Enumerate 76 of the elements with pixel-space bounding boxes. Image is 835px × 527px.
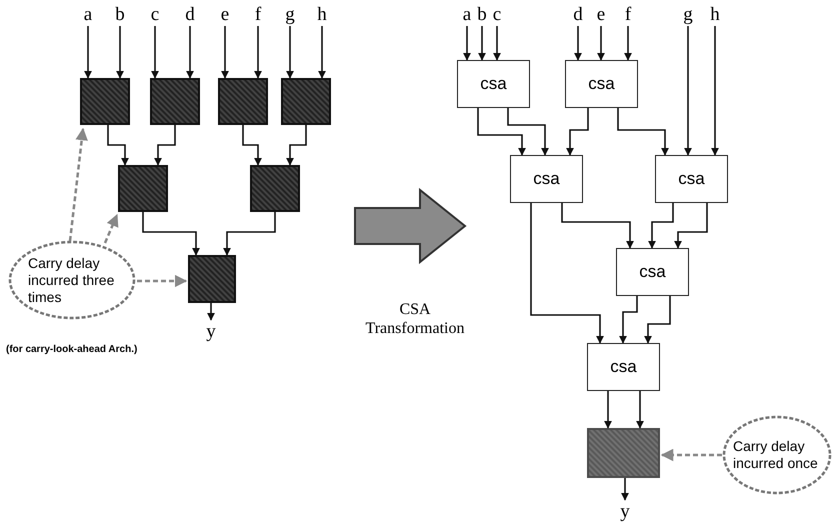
csa-block: csa [616,248,689,296]
signal-arrow [493,26,501,61]
signal-arrow [574,26,582,61]
csa-block: csa [655,155,728,203]
signal-arrow [286,125,307,166]
input-label: h [707,2,723,26]
csa-block: csa [457,60,530,108]
signal-arrow [221,26,229,79]
signal-arrow [566,108,589,156]
signal-arrow [644,296,671,344]
adder-block [250,165,300,212]
signal-arrow [186,26,194,79]
signal-arrow [242,125,262,166]
signal-arrow [674,203,708,249]
signal-arrow [624,26,632,61]
signal-arrow [286,26,294,79]
csa-block: csa [565,60,638,108]
input-label: a [459,2,475,26]
callout-text: Carry delay incurred once [733,438,819,472]
adder-block [150,78,200,125]
input-label: b [474,2,490,26]
adder-block [118,165,168,212]
adder-block [587,428,660,478]
input-label: h [314,2,330,26]
output-label: y [203,320,219,342]
input-label: c [147,2,163,26]
signal-arrow [507,108,549,156]
signal-arrow [604,391,612,429]
leader-arrow [68,128,88,242]
signal-arrow [597,26,605,61]
input-label: g [680,2,696,26]
signal-arrow [636,391,644,429]
signal-arrow [530,203,604,344]
signal-arrow [478,26,486,61]
signal-arrow [648,203,674,249]
signal-arrow [617,108,669,156]
input-label: b [112,2,128,26]
output-label: y [617,500,633,522]
input-label: a [80,2,96,26]
signal-arrow [318,26,326,79]
input-label: e [217,2,233,26]
signal-arrow [207,303,215,321]
signal-arrow [142,212,200,256]
input-label: g [282,2,298,26]
leader-arrow [137,274,188,288]
input-label: f [250,2,266,26]
signal-arrow [84,26,92,79]
input-label: f [620,2,636,26]
signal-arrow [477,108,526,156]
signal-arrow [151,26,159,79]
signal-arrow [154,125,176,166]
input-label: e [593,2,609,26]
signal-arrow [107,125,129,166]
signal-arrow [223,212,276,256]
input-label: d [182,2,198,26]
note-text: (for carry-look-ahead Arch.) [6,343,138,357]
callout-text: Carry delay incurred three times [28,254,116,306]
signal-arrow [619,296,638,344]
signal-arrow [711,26,719,156]
input-label: c [489,2,505,26]
leader-arrow [104,214,118,244]
signal-arrow [116,26,124,79]
adder-block [281,78,331,125]
signal-arrow [561,203,634,249]
csa-block: csa [510,155,583,203]
transformation-label: CSA Transformation [365,300,465,338]
leader-arrow [660,448,722,462]
adder-block [218,78,268,125]
adder-block [188,255,236,303]
signal-arrow [254,26,262,79]
adder-block [80,78,130,125]
signal-arrow [621,478,629,501]
csa-block: csa [587,343,660,391]
signal-arrow [684,26,692,156]
signal-arrow [463,26,471,61]
input-label: d [570,2,586,26]
